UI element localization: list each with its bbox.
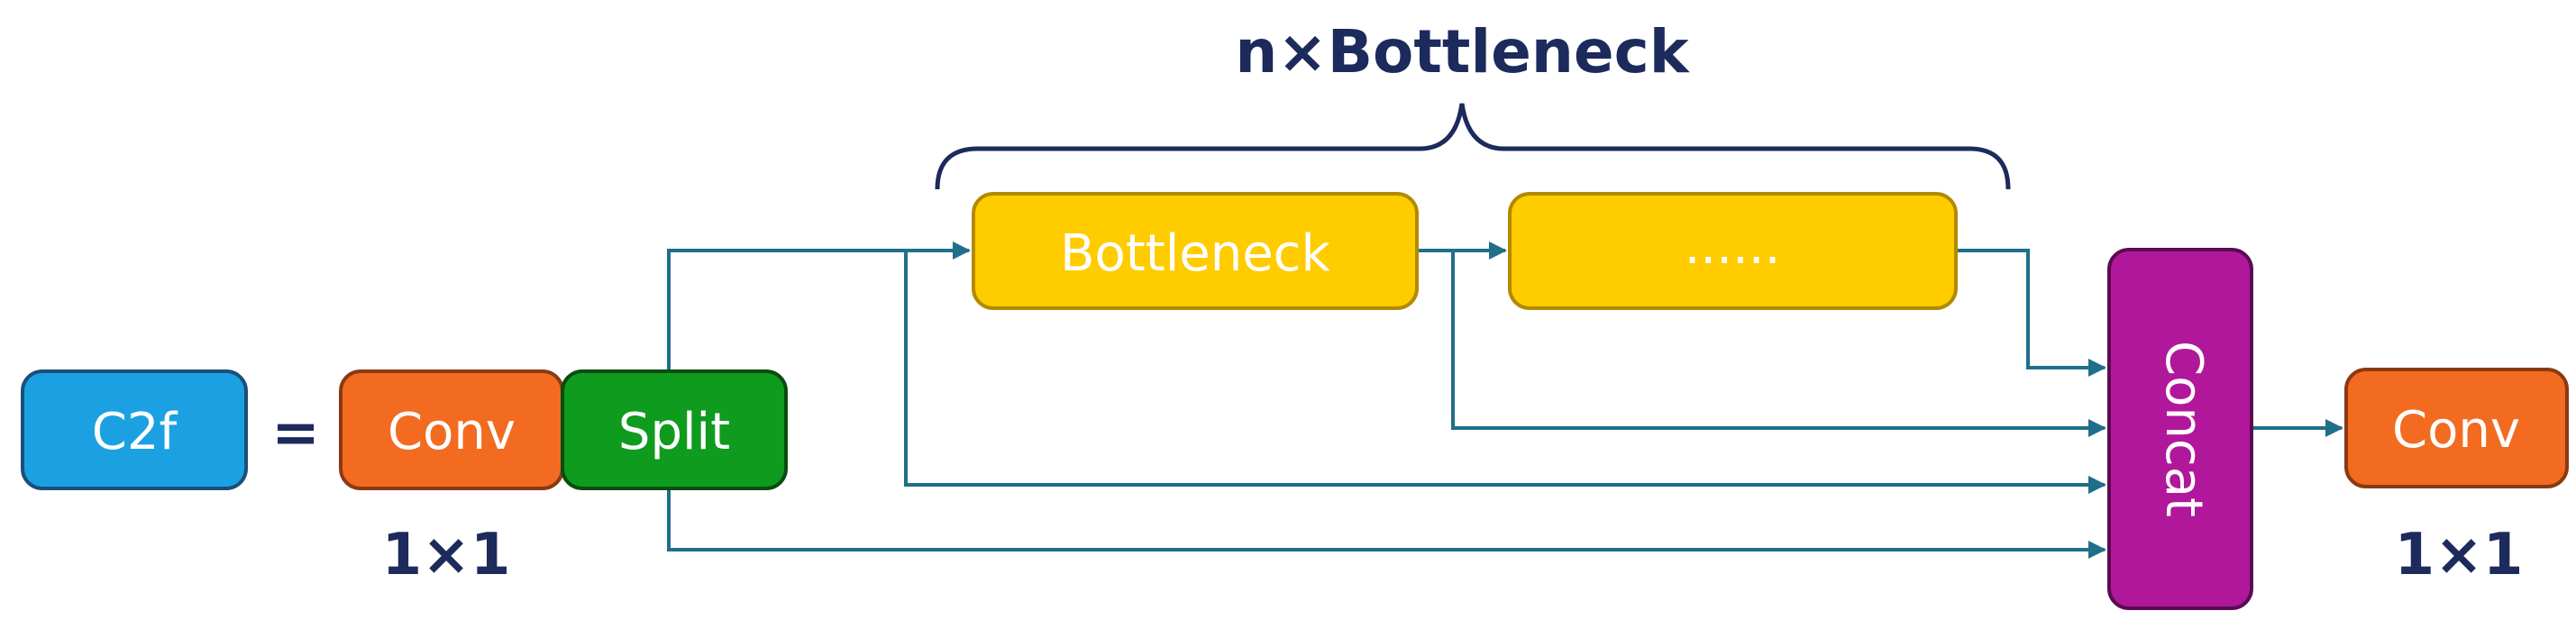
split-to-bottleneck-arrow: [667, 242, 971, 371]
bottleneck-box: [972, 192, 1419, 310]
conv-in-kernel-label: 1×1: [382, 522, 511, 588]
last-bottleneck-to-concat-arrow: [1956, 249, 2106, 377]
split-branch-to-concat-arrow: [904, 251, 2106, 494]
conv-in-label: Conv: [388, 403, 516, 461]
bottleneck-to-concat-arrow: [1451, 251, 2106, 437]
conv-out-kernel-label: 1×1: [2395, 522, 2524, 588]
repeated-bottleneck-label: ......: [1685, 217, 1781, 276]
split-label: Split: [618, 403, 730, 461]
concat-box: [2107, 248, 2253, 610]
bottleneck-label: Bottleneck: [1060, 224, 1330, 283]
split-to-concat-bypass-arrow: [667, 488, 2106, 559]
repeated-bottleneck-box: [1508, 192, 1958, 310]
group-label: n×Bottleneck: [1235, 17, 1690, 87]
c2f-label: C2f: [92, 403, 178, 461]
conv-out-label: Conv: [2392, 401, 2520, 460]
concat-label: Concat: [2154, 341, 2213, 517]
conv-out-box: [2344, 368, 2569, 488]
split-box: [561, 369, 788, 490]
group-brace: [935, 103, 2011, 190]
c2f-box: [21, 369, 248, 490]
equals-sign: =: [271, 400, 320, 467]
